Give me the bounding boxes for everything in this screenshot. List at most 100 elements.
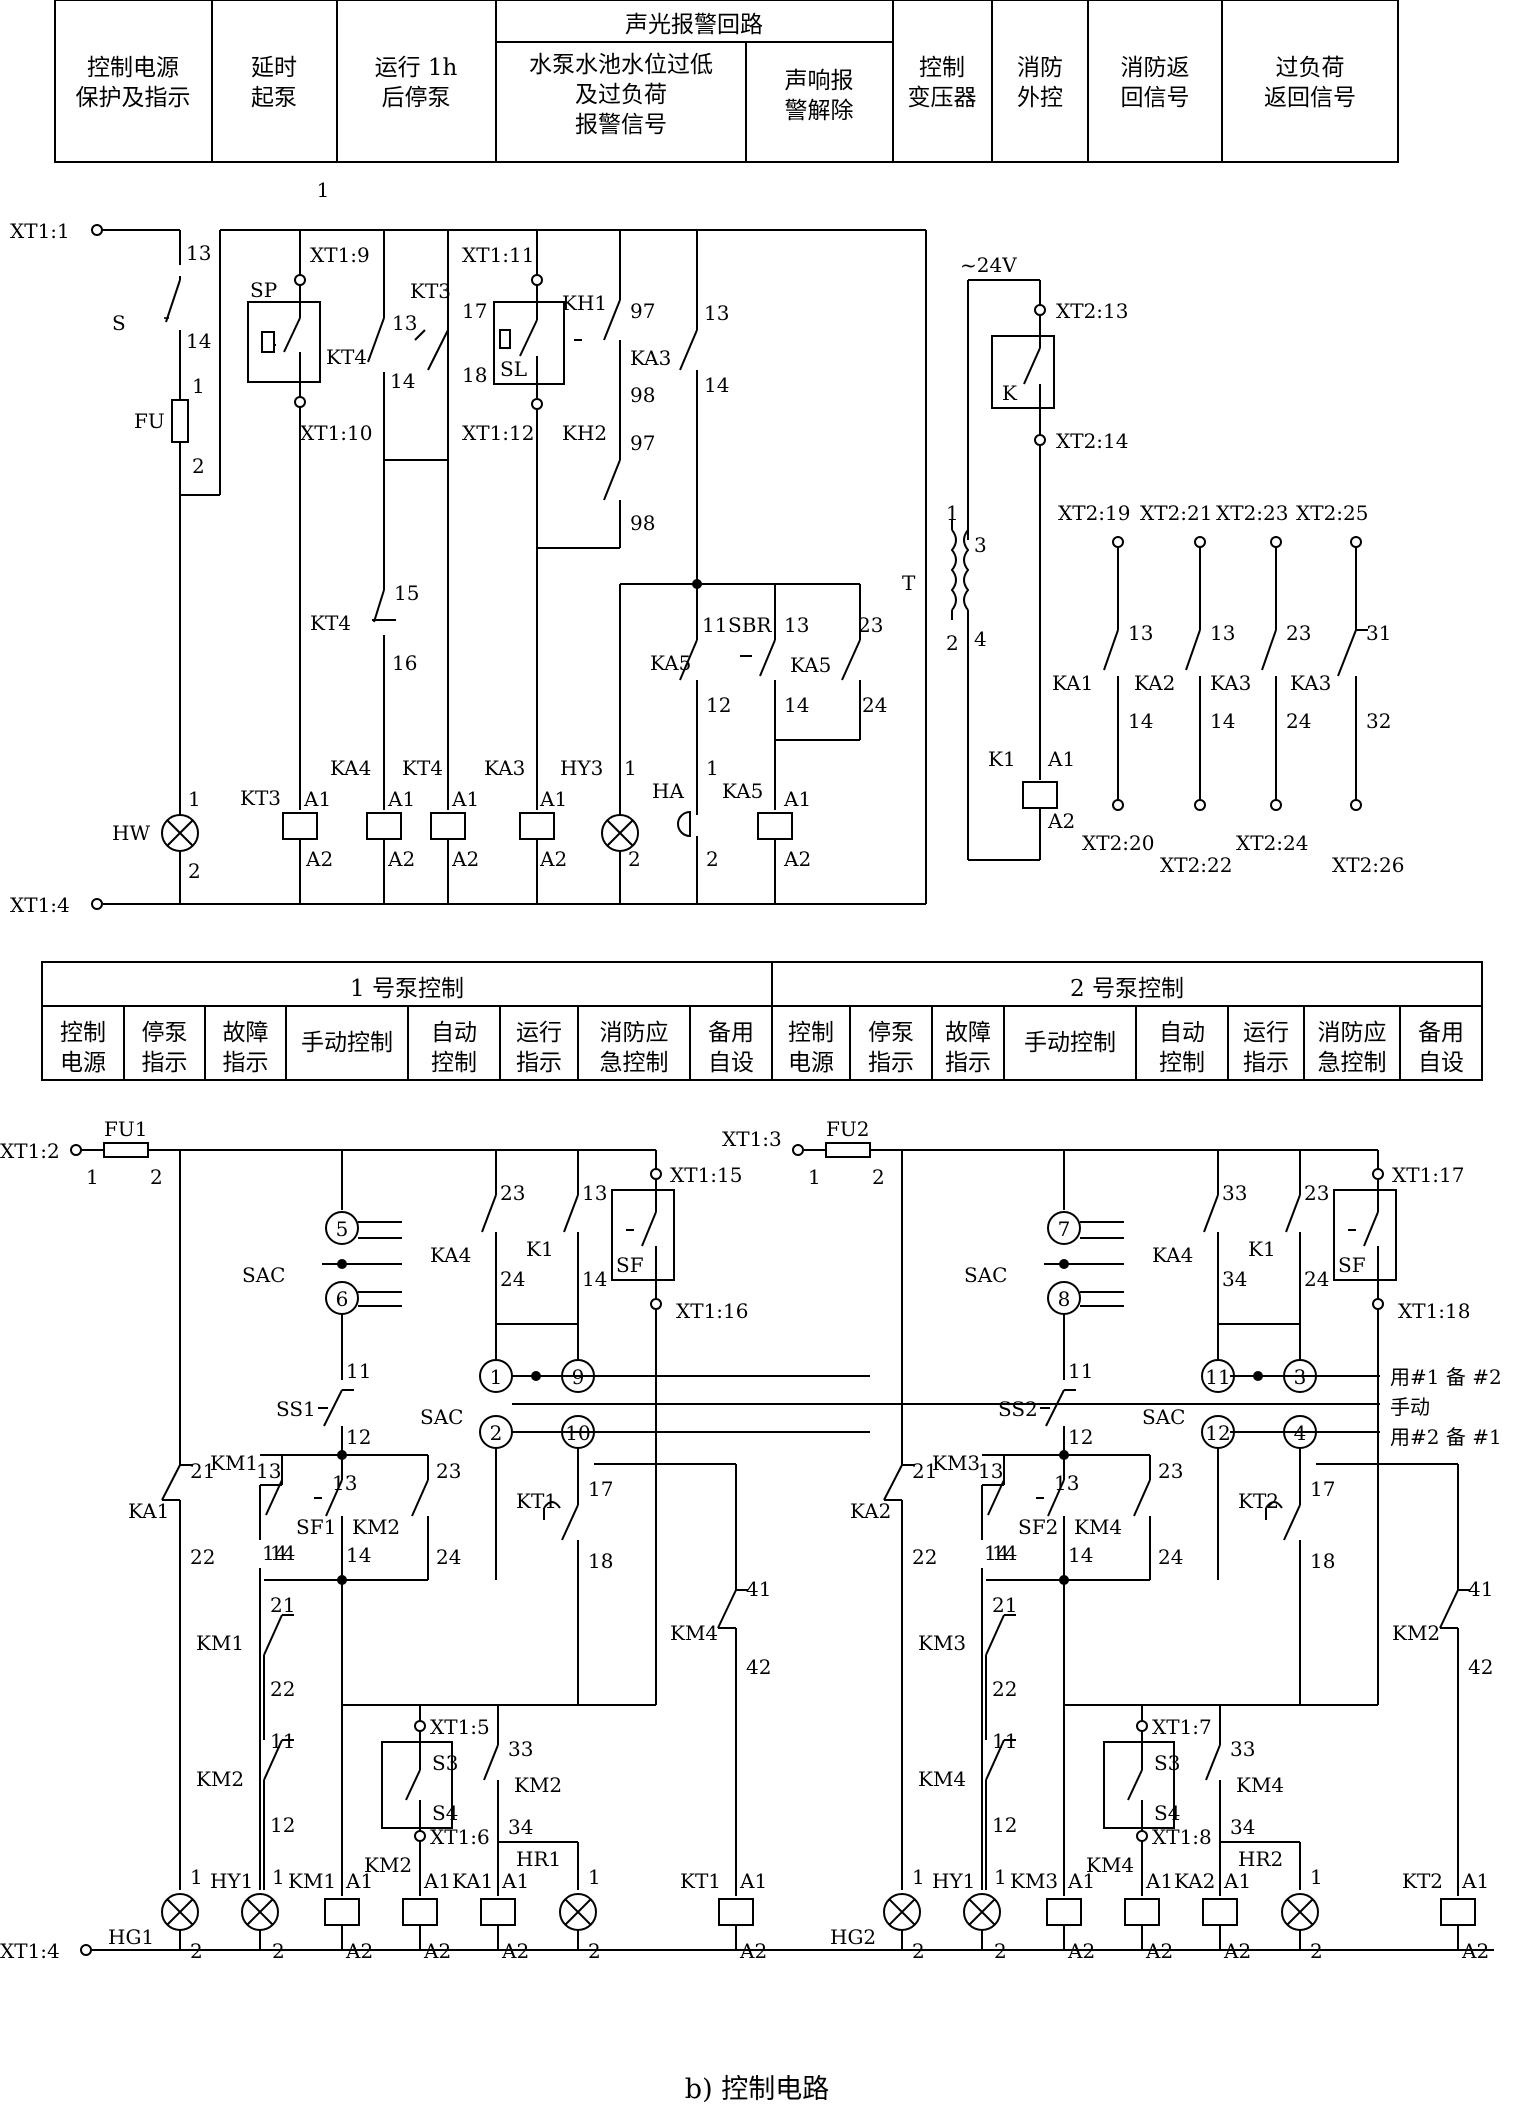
pin: 34 xyxy=(1230,1815,1255,1839)
pin: 97 xyxy=(630,431,655,455)
pin: 1 xyxy=(190,1865,203,1889)
pin: 18 xyxy=(1310,1549,1335,1573)
pin: 34 xyxy=(508,1815,533,1839)
sf-fire-blade xyxy=(641,1211,657,1247)
label-k1: K1 xyxy=(1248,1237,1276,1261)
coil-kt2 xyxy=(1440,1898,1476,1926)
label-km-nc: KM4 xyxy=(670,1621,718,1645)
coil-k1 xyxy=(1022,781,1058,809)
kt4-coil-contact xyxy=(373,589,385,623)
label-ka5-hold: KA5 xyxy=(790,653,831,677)
label-km-nc: KM2 xyxy=(1392,1621,1440,1645)
terminal-x20 xyxy=(1112,799,1124,811)
label-ka4: KA4 xyxy=(1152,1243,1193,1267)
label-kh2: KH2 xyxy=(562,421,607,445)
label-km-coil: KM1 xyxy=(288,1869,336,1893)
pin: 13 xyxy=(332,1471,357,1495)
pin: A1 xyxy=(501,1869,529,1893)
label-sf-fire: SF xyxy=(616,1253,644,1277)
pin: 23 xyxy=(1158,1459,1183,1483)
pin: 14 xyxy=(1210,709,1235,733)
pin: 11 xyxy=(1068,1359,1093,1383)
pin: 13 xyxy=(1128,621,1153,645)
label-ka5-coil: KA5 xyxy=(722,779,763,803)
pin: A1 xyxy=(539,787,567,811)
km-run-blade xyxy=(483,1744,499,1781)
sp-sensor xyxy=(261,331,275,353)
pin: 14 xyxy=(1068,1543,1093,1567)
lamp-hr1-x xyxy=(564,1898,592,1926)
pin: 14 xyxy=(704,373,729,397)
pin: 98 xyxy=(630,383,655,407)
pin: 1 xyxy=(706,756,719,780)
label-k: K xyxy=(1002,381,1018,405)
pin: 2 xyxy=(946,631,959,655)
label-kt-coil: KT1 xyxy=(680,1869,721,1893)
sp-box xyxy=(247,301,321,383)
bottom-header-2-3: 手动控制 xyxy=(1024,1030,1116,1056)
coil-ka4 xyxy=(366,812,402,840)
pin: 12 xyxy=(992,1813,1017,1837)
float-switch-box xyxy=(1103,1741,1175,1829)
label-s3: S3 xyxy=(432,1751,458,1775)
sf-blade xyxy=(325,1479,343,1517)
terminal-label: XT1:4 xyxy=(10,893,70,917)
k1-blade xyxy=(1285,1194,1301,1233)
pin: A1 xyxy=(1145,1869,1173,1893)
pin: 42 xyxy=(746,1655,771,1679)
pin: 22 xyxy=(992,1677,1017,1701)
label-k1: K1 xyxy=(526,1237,554,1261)
terminal-label: XT2:25 xyxy=(1296,501,1369,525)
pin: A2 xyxy=(387,847,415,871)
km-aux-blade xyxy=(987,1479,1005,1516)
pin: 3 xyxy=(974,533,987,557)
pin: 41 xyxy=(746,1577,771,1601)
pin: A1 xyxy=(1223,1869,1251,1893)
pin: 2 xyxy=(872,1165,885,1189)
pin: A1 xyxy=(345,1869,373,1893)
pin: 22 xyxy=(190,1545,215,1569)
terminal-label: XT2:23 xyxy=(1216,501,1289,525)
pin: A1 xyxy=(303,787,331,811)
sl-blade xyxy=(519,319,538,357)
label-sf: SF2 xyxy=(1018,1515,1058,1539)
junction-dot xyxy=(1059,1259,1069,1269)
pin: 21 xyxy=(992,1593,1017,1617)
sl-sensor xyxy=(499,329,511,349)
kt-blade xyxy=(1283,1504,1301,1541)
pin: 17 xyxy=(462,299,487,323)
pin: 41 xyxy=(1468,1577,1493,1601)
pin: 4 xyxy=(974,627,987,651)
kh1-blade xyxy=(603,299,621,341)
bottom-header-2-4: 自动控制 xyxy=(1159,1020,1205,1076)
label-sf-fire: SF xyxy=(1338,1253,1366,1277)
label-ka3: KA3 xyxy=(484,756,525,780)
pin: A1 xyxy=(423,1869,451,1893)
pin: 1 xyxy=(188,787,201,811)
pin: 13 xyxy=(978,1459,1003,1483)
pin: 22 xyxy=(270,1677,295,1701)
label-kt-coil: KT2 xyxy=(1402,1869,1443,1893)
label-hold: KM2 xyxy=(352,1515,400,1539)
lamp-hg1-x xyxy=(166,1898,194,1926)
label-k1: K1 xyxy=(988,747,1016,771)
fire-switch-box xyxy=(611,1189,675,1281)
bottom-table-frame xyxy=(41,961,1483,1081)
label-sac-auto: SAC xyxy=(1142,1405,1185,1429)
label-kmo-coil: KM2 xyxy=(364,1853,412,1877)
pin: A1 xyxy=(387,787,415,811)
bottom-header-1-3: 手动控制 xyxy=(301,1030,393,1056)
label-kmo: KM2 xyxy=(196,1767,244,1791)
terminal-t6 xyxy=(414,1830,426,1842)
pin: 13 xyxy=(256,1459,281,1483)
fire-switch-box xyxy=(1333,1189,1397,1281)
terminal-label: XT1:5 xyxy=(430,1715,490,1739)
label-kt4: KT4 xyxy=(326,345,367,369)
label-fu: FU xyxy=(134,409,165,433)
terminal-label: XT2:26 xyxy=(1332,853,1405,877)
pin: 1 xyxy=(624,756,637,780)
section-marker: 1 xyxy=(317,178,330,202)
contact-ss1-blade xyxy=(323,1389,343,1427)
sac-position-circle xyxy=(325,1211,359,1245)
